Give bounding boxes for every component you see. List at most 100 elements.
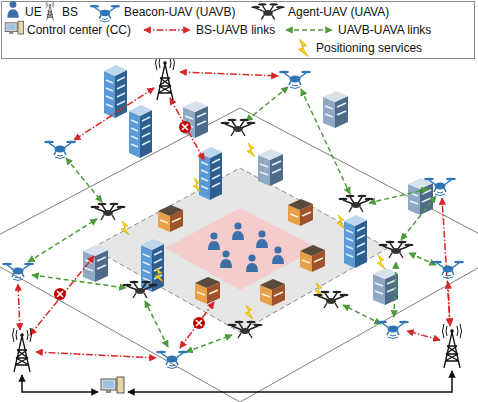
bs-uavb-link (448, 282, 450, 326)
building (83, 245, 108, 282)
bs-tower (156, 56, 175, 100)
uavb-uava-link (66, 158, 102, 202)
uavb-uava-link (301, 89, 350, 194)
legend-text: UAVB-UAVA links (338, 22, 431, 38)
bs-uavb-links (18, 72, 450, 358)
legend-icon (5, 21, 23, 34)
beacon-uav (44, 141, 76, 159)
beacon-uav (2, 263, 34, 281)
building (323, 91, 348, 128)
legend-text: Beacon-UAV (UAVB) (124, 4, 236, 20)
legend-line-sample (144, 29, 190, 31)
legend-text: BS (62, 4, 78, 20)
building (260, 279, 285, 306)
bs-uavb-link (36, 352, 156, 358)
positioning-bolt (245, 305, 253, 319)
positioning-bolt (337, 215, 345, 229)
backhaul-link (128, 371, 452, 392)
bs-uavb-link (18, 284, 20, 330)
legend-text: Positioning services (316, 40, 422, 56)
legend-item: Beacon-UAV (UAVB) (90, 4, 236, 20)
legend-text: UE (25, 4, 42, 20)
blocked-mark (54, 288, 66, 300)
agent-uav (228, 321, 263, 338)
uavb-uava-link (369, 189, 428, 203)
control-center (101, 377, 124, 393)
beacon-uav (279, 71, 311, 89)
uavb-uava-link (409, 253, 436, 265)
legend-sample (292, 40, 312, 56)
building (129, 105, 152, 158)
backhaul-link (22, 375, 98, 392)
uavb-uava-link (28, 219, 97, 262)
bs-uavb-link (180, 72, 278, 76)
blocked-mark (193, 317, 205, 329)
building (195, 277, 220, 304)
building (104, 65, 127, 118)
beacon-uav (432, 261, 464, 279)
agent-uav (221, 119, 256, 136)
legend-line-sample (286, 29, 332, 31)
agent-uav (123, 281, 158, 298)
ue-icon (256, 230, 268, 248)
legend-item: Control center (CC) (5, 22, 131, 38)
bs-uavb-link (442, 198, 450, 325)
legend-sample (252, 4, 284, 20)
uavb-uava-link (246, 87, 288, 121)
beacon-uav (156, 351, 188, 369)
beacon-uav (424, 178, 456, 196)
blocked-link (30, 256, 94, 335)
positioning-bolt (155, 268, 163, 282)
positioning-bolt (377, 255, 385, 269)
uavb-uava-link (401, 196, 436, 240)
building (258, 149, 283, 186)
legend-text: Agent-UAV (UAVA) (288, 4, 389, 20)
legend-text: Control center (CC) (27, 22, 131, 38)
legend-item: UE (5, 4, 42, 20)
legend-item: BS (42, 4, 78, 20)
uavb-uava-links (28, 87, 436, 352)
building (408, 178, 433, 215)
uavb-uava-link (343, 305, 381, 324)
agent-uav (314, 291, 349, 308)
legend-item: Positioning services (292, 40, 422, 56)
bs-uavb-link (407, 331, 440, 340)
legend-sample (90, 4, 120, 20)
bs-uavb-link (74, 88, 154, 140)
agent-uav (379, 241, 414, 258)
blocked-link (170, 98, 204, 160)
legend-item: Agent-UAV (UAVA) (252, 4, 389, 20)
building (344, 215, 367, 268)
service-area (92, 168, 388, 332)
legend-icon (251, 3, 284, 19)
uavb-uava-link (32, 275, 126, 288)
legend-sample (5, 4, 21, 20)
uavb-uava-link (186, 335, 232, 352)
building (288, 199, 313, 226)
building (300, 245, 325, 272)
legend: UE BS Beacon-UAV (UAVB) Agent-UAV (UAVA) Con… (1, 1, 475, 59)
blocked-mark (179, 121, 191, 133)
bs-tower (443, 324, 462, 368)
ue-icon (246, 254, 258, 272)
blocked-link (180, 302, 214, 348)
legend-icon (7, 1, 18, 18)
building (158, 205, 183, 232)
ue-icon (232, 222, 244, 240)
building (199, 147, 222, 200)
uavb-uava-link (145, 301, 168, 347)
uavb-uava-link (394, 262, 396, 317)
legend-icon (90, 5, 120, 22)
legend-icon (46, 2, 54, 20)
agent-uav (91, 203, 126, 220)
legend-sample (284, 22, 334, 38)
positioning-bolt (247, 143, 255, 157)
bs-tower (13, 328, 32, 372)
legend-sample (5, 22, 23, 38)
legend-item: BS-UAVB links (142, 22, 275, 38)
beacon-uav (377, 321, 409, 339)
ue-icon (220, 250, 232, 268)
positioning-bolt (193, 178, 201, 192)
ue-icon (272, 246, 284, 264)
